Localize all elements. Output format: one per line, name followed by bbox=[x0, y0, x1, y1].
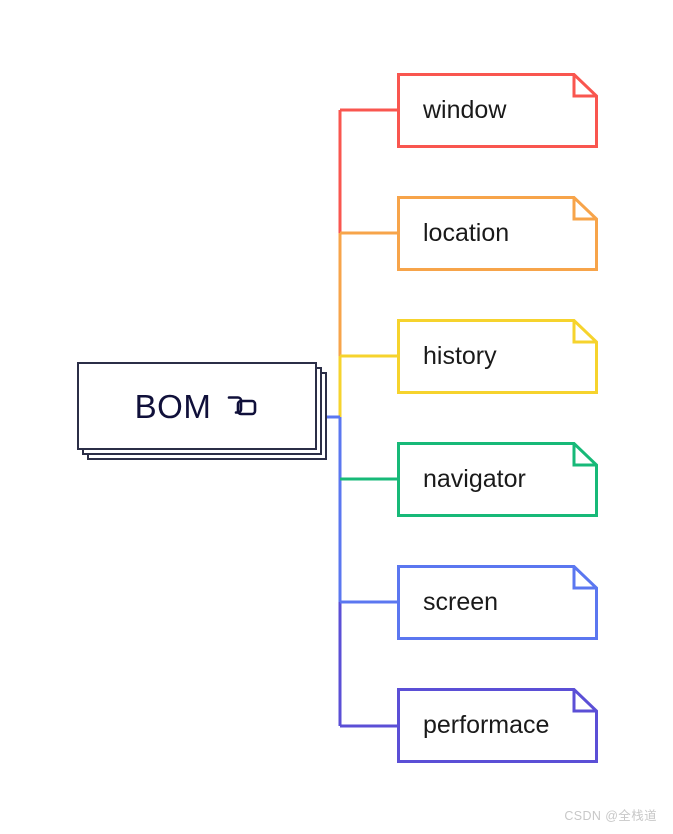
child-node-label: navigator bbox=[423, 465, 526, 493]
root-node-face[interactable]: BOM bbox=[77, 362, 317, 450]
child-node-label: location bbox=[423, 219, 510, 247]
child-node-navigator[interactable]: navigator bbox=[397, 442, 598, 517]
child-node-history[interactable]: history bbox=[397, 319, 598, 394]
child-node-window[interactable]: window bbox=[397, 73, 598, 148]
child-node-label: performace bbox=[423, 711, 550, 739]
child-node-performace[interactable]: performace bbox=[397, 688, 598, 763]
copy-duplicate-icon bbox=[225, 389, 259, 423]
child-node-location[interactable]: location bbox=[397, 196, 598, 271]
csdn-watermark: CSDN @全栈道 bbox=[564, 809, 657, 823]
child-node-label: history bbox=[423, 342, 497, 370]
child-node-label: screen bbox=[423, 588, 499, 616]
child-node-screen[interactable]: screen bbox=[397, 565, 598, 640]
root-node-label: BOM bbox=[134, 387, 212, 425]
child-node-label: window bbox=[423, 96, 507, 124]
